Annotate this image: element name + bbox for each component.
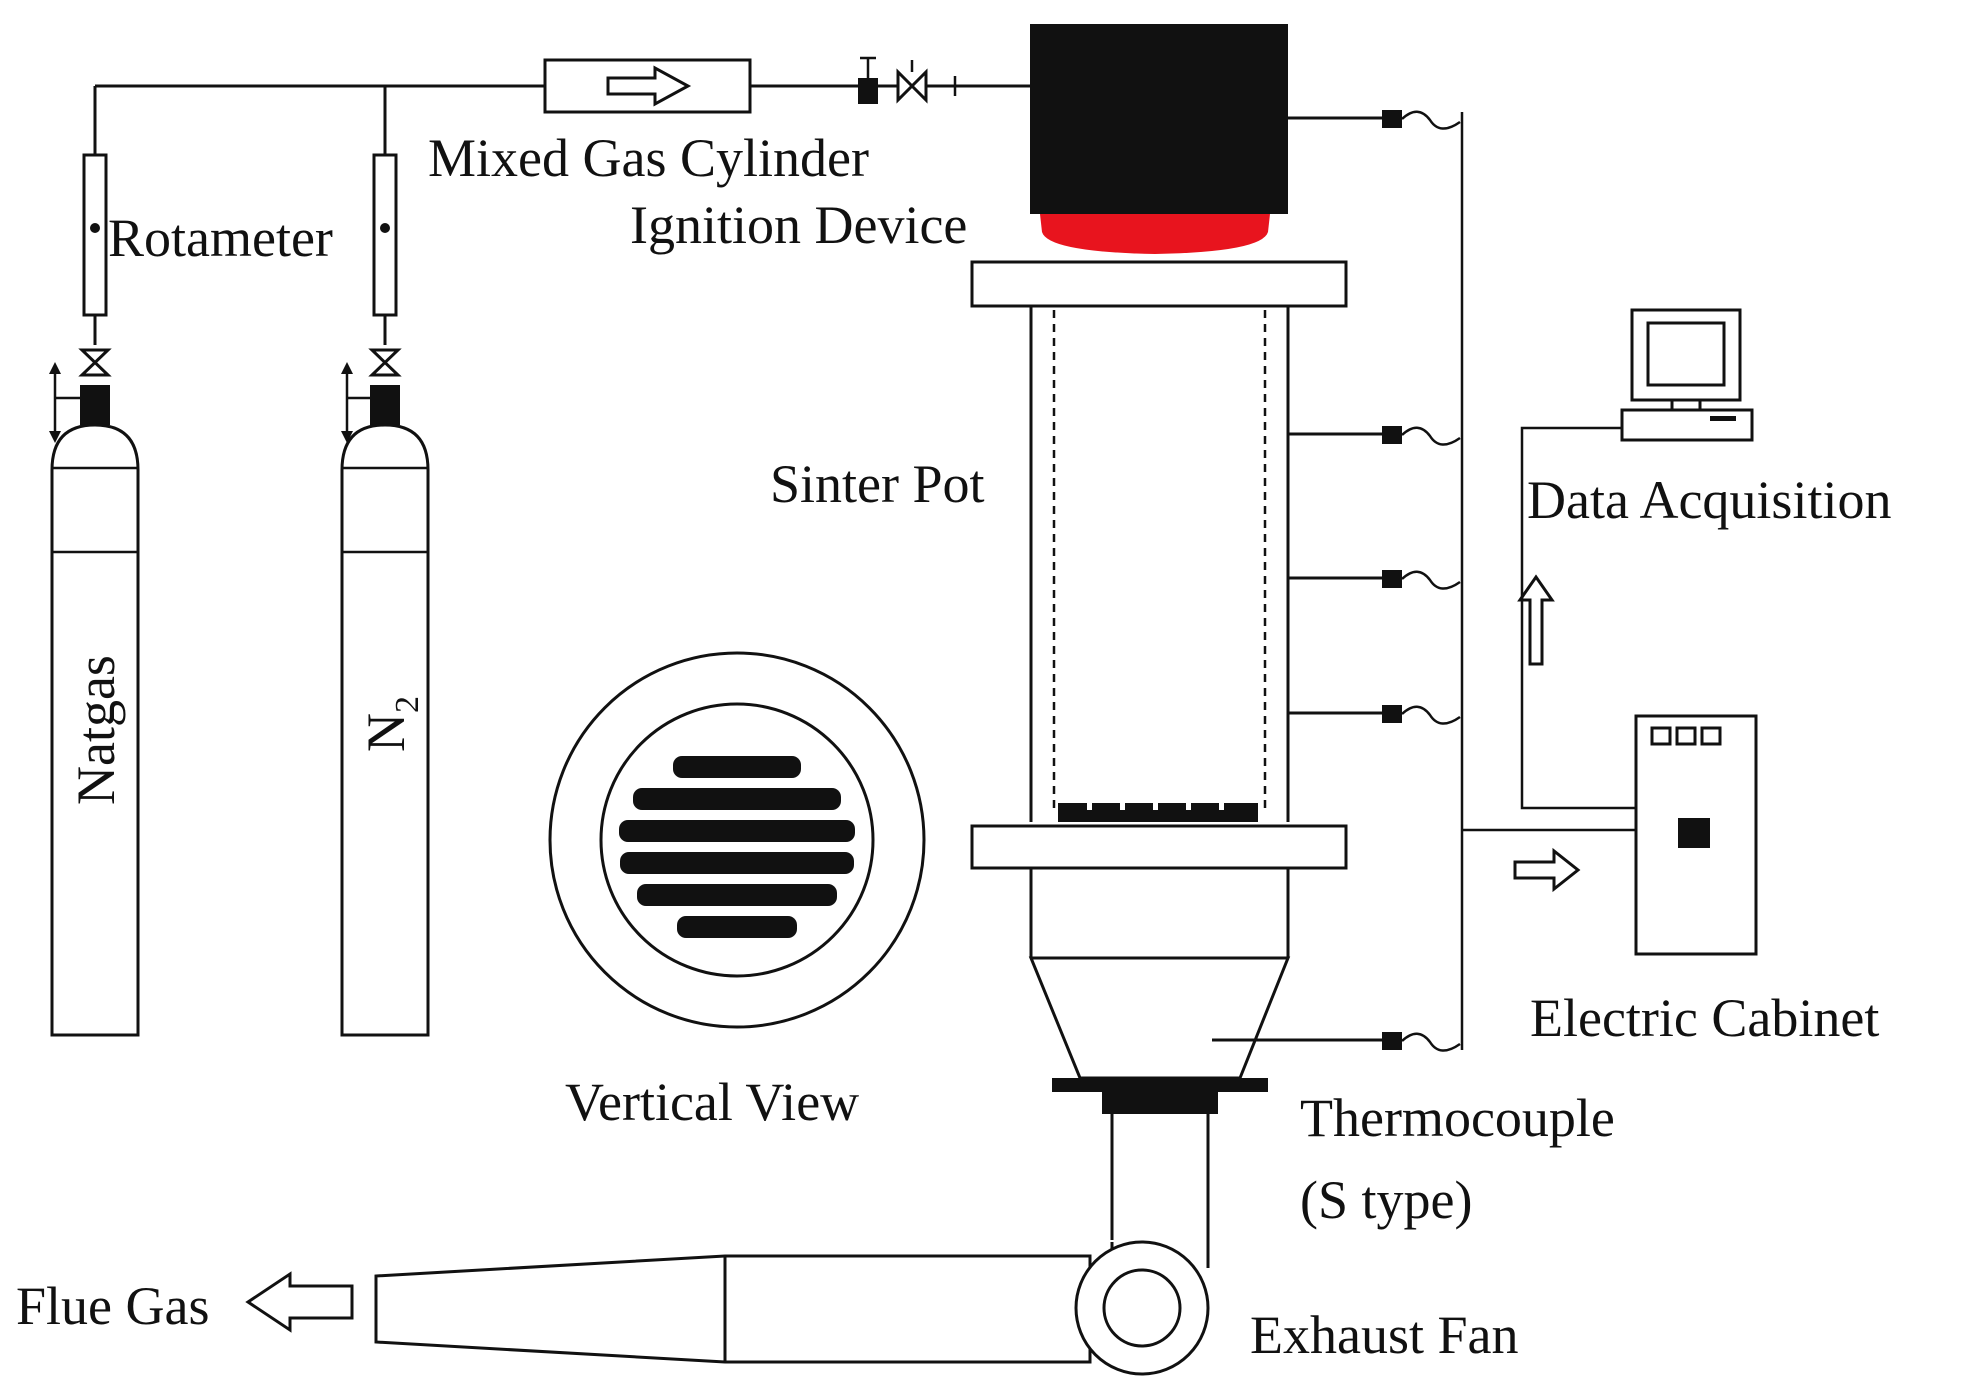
data-acquisition-computer (1620, 308, 1754, 442)
grate-bars (1058, 803, 1258, 822)
n2-cylinder (340, 348, 430, 1037)
flow-arrow-icon (606, 65, 692, 107)
indicator-2 (1675, 726, 1697, 746)
rotameter-label: Rotameter (108, 208, 333, 268)
vertical-view-grate-bar (633, 788, 841, 810)
n2-label: N2 (356, 696, 426, 752)
indicator-1 (1650, 726, 1672, 746)
sinter-pot-label: Sinter Pot (770, 454, 985, 514)
natgas-valve-icon (78, 348, 112, 377)
flue-gas-label: Flue Gas (16, 1276, 209, 1336)
thermocouple-1 (1288, 426, 1461, 446)
vertical-view-label: Vertical View (565, 1072, 859, 1132)
natgas-label: Natgas (66, 655, 126, 805)
exhaust-fan-impeller (1102, 1268, 1182, 1348)
thermocouples (1212, 110, 1640, 1052)
ignition-device (1030, 24, 1402, 254)
natgas-cylinder-body (50, 423, 140, 1037)
rotameter-n2 (372, 153, 398, 317)
electric-cabinet-label: Electric Cabinet (1530, 988, 1879, 1048)
ignition-wire (1401, 110, 1461, 130)
natgas-regulator (80, 385, 110, 425)
ignition-device-label: Ignition Device (630, 195, 967, 255)
exhaust-fan-label: Exhaust Fan (1250, 1305, 1518, 1365)
mixed-gas-cylinder-label: Mixed Gas Cylinder (428, 128, 869, 188)
vertical-view-grate-bar (637, 884, 837, 906)
signal-right-arrow-icon (1513, 847, 1581, 893)
exhaust-duct (374, 1254, 1092, 1364)
vertical-view-grate-bar (673, 756, 801, 778)
n2-regulator (370, 385, 400, 425)
ignition-connector (1382, 110, 1402, 128)
n2-valve-icon (368, 348, 402, 377)
monitor-screen (1646, 321, 1726, 387)
sinter-pot (970, 260, 1348, 1114)
thermocouple-2 (1288, 570, 1461, 590)
indicator-3 (1700, 726, 1722, 746)
ignition-hood (1030, 24, 1288, 214)
n2-cylinder-body (340, 423, 430, 1037)
data-acquisition-label: Data Acquisition (1527, 470, 1891, 530)
natgas-cylinder (49, 348, 140, 1037)
flue-gas-arrow-icon (245, 1271, 354, 1333)
signal-up-arrow-icon (1517, 574, 1555, 666)
cabinet-panel (1678, 818, 1710, 848)
top-flange (970, 260, 1348, 308)
thermocouple-3 (1288, 705, 1461, 725)
electric-cabinet (1634, 714, 1758, 956)
gas-supply-piping (93, 56, 1030, 155)
rotameter-natgas (82, 153, 108, 317)
natgas-gauge-arrowhead-up (49, 362, 61, 374)
thermocouple-4 (1212, 1032, 1461, 1052)
vertical-view-grate-bar (619, 820, 855, 842)
vertical-view-grate-bar (620, 852, 854, 874)
exhaust-system (374, 1114, 1210, 1376)
duct-collar (1102, 1092, 1218, 1114)
natgas-gauge-arrowhead-down (49, 431, 61, 443)
vertical-view (548, 651, 926, 1029)
gate-valve-icon (896, 60, 928, 104)
thermocouple-type-label: (S type) (1300, 1170, 1472, 1230)
bottom-flange (970, 824, 1348, 870)
cabinet-to-computer-wire (1520, 426, 1636, 810)
n2-gauge-arrowhead-up (341, 362, 353, 374)
shutoff-valve-icon (858, 56, 878, 104)
thermocouple-label: Thermocouple (1300, 1088, 1615, 1148)
hopper-base-plate (1052, 1078, 1268, 1092)
n2-gauge-arrowhead-down (341, 431, 353, 443)
vertical-view-grate-bar (677, 916, 797, 938)
wind-box-hopper (1028, 956, 1291, 1080)
computer-base (1620, 408, 1754, 442)
drive-slot (1710, 416, 1736, 421)
ignition-flame (1040, 214, 1270, 254)
